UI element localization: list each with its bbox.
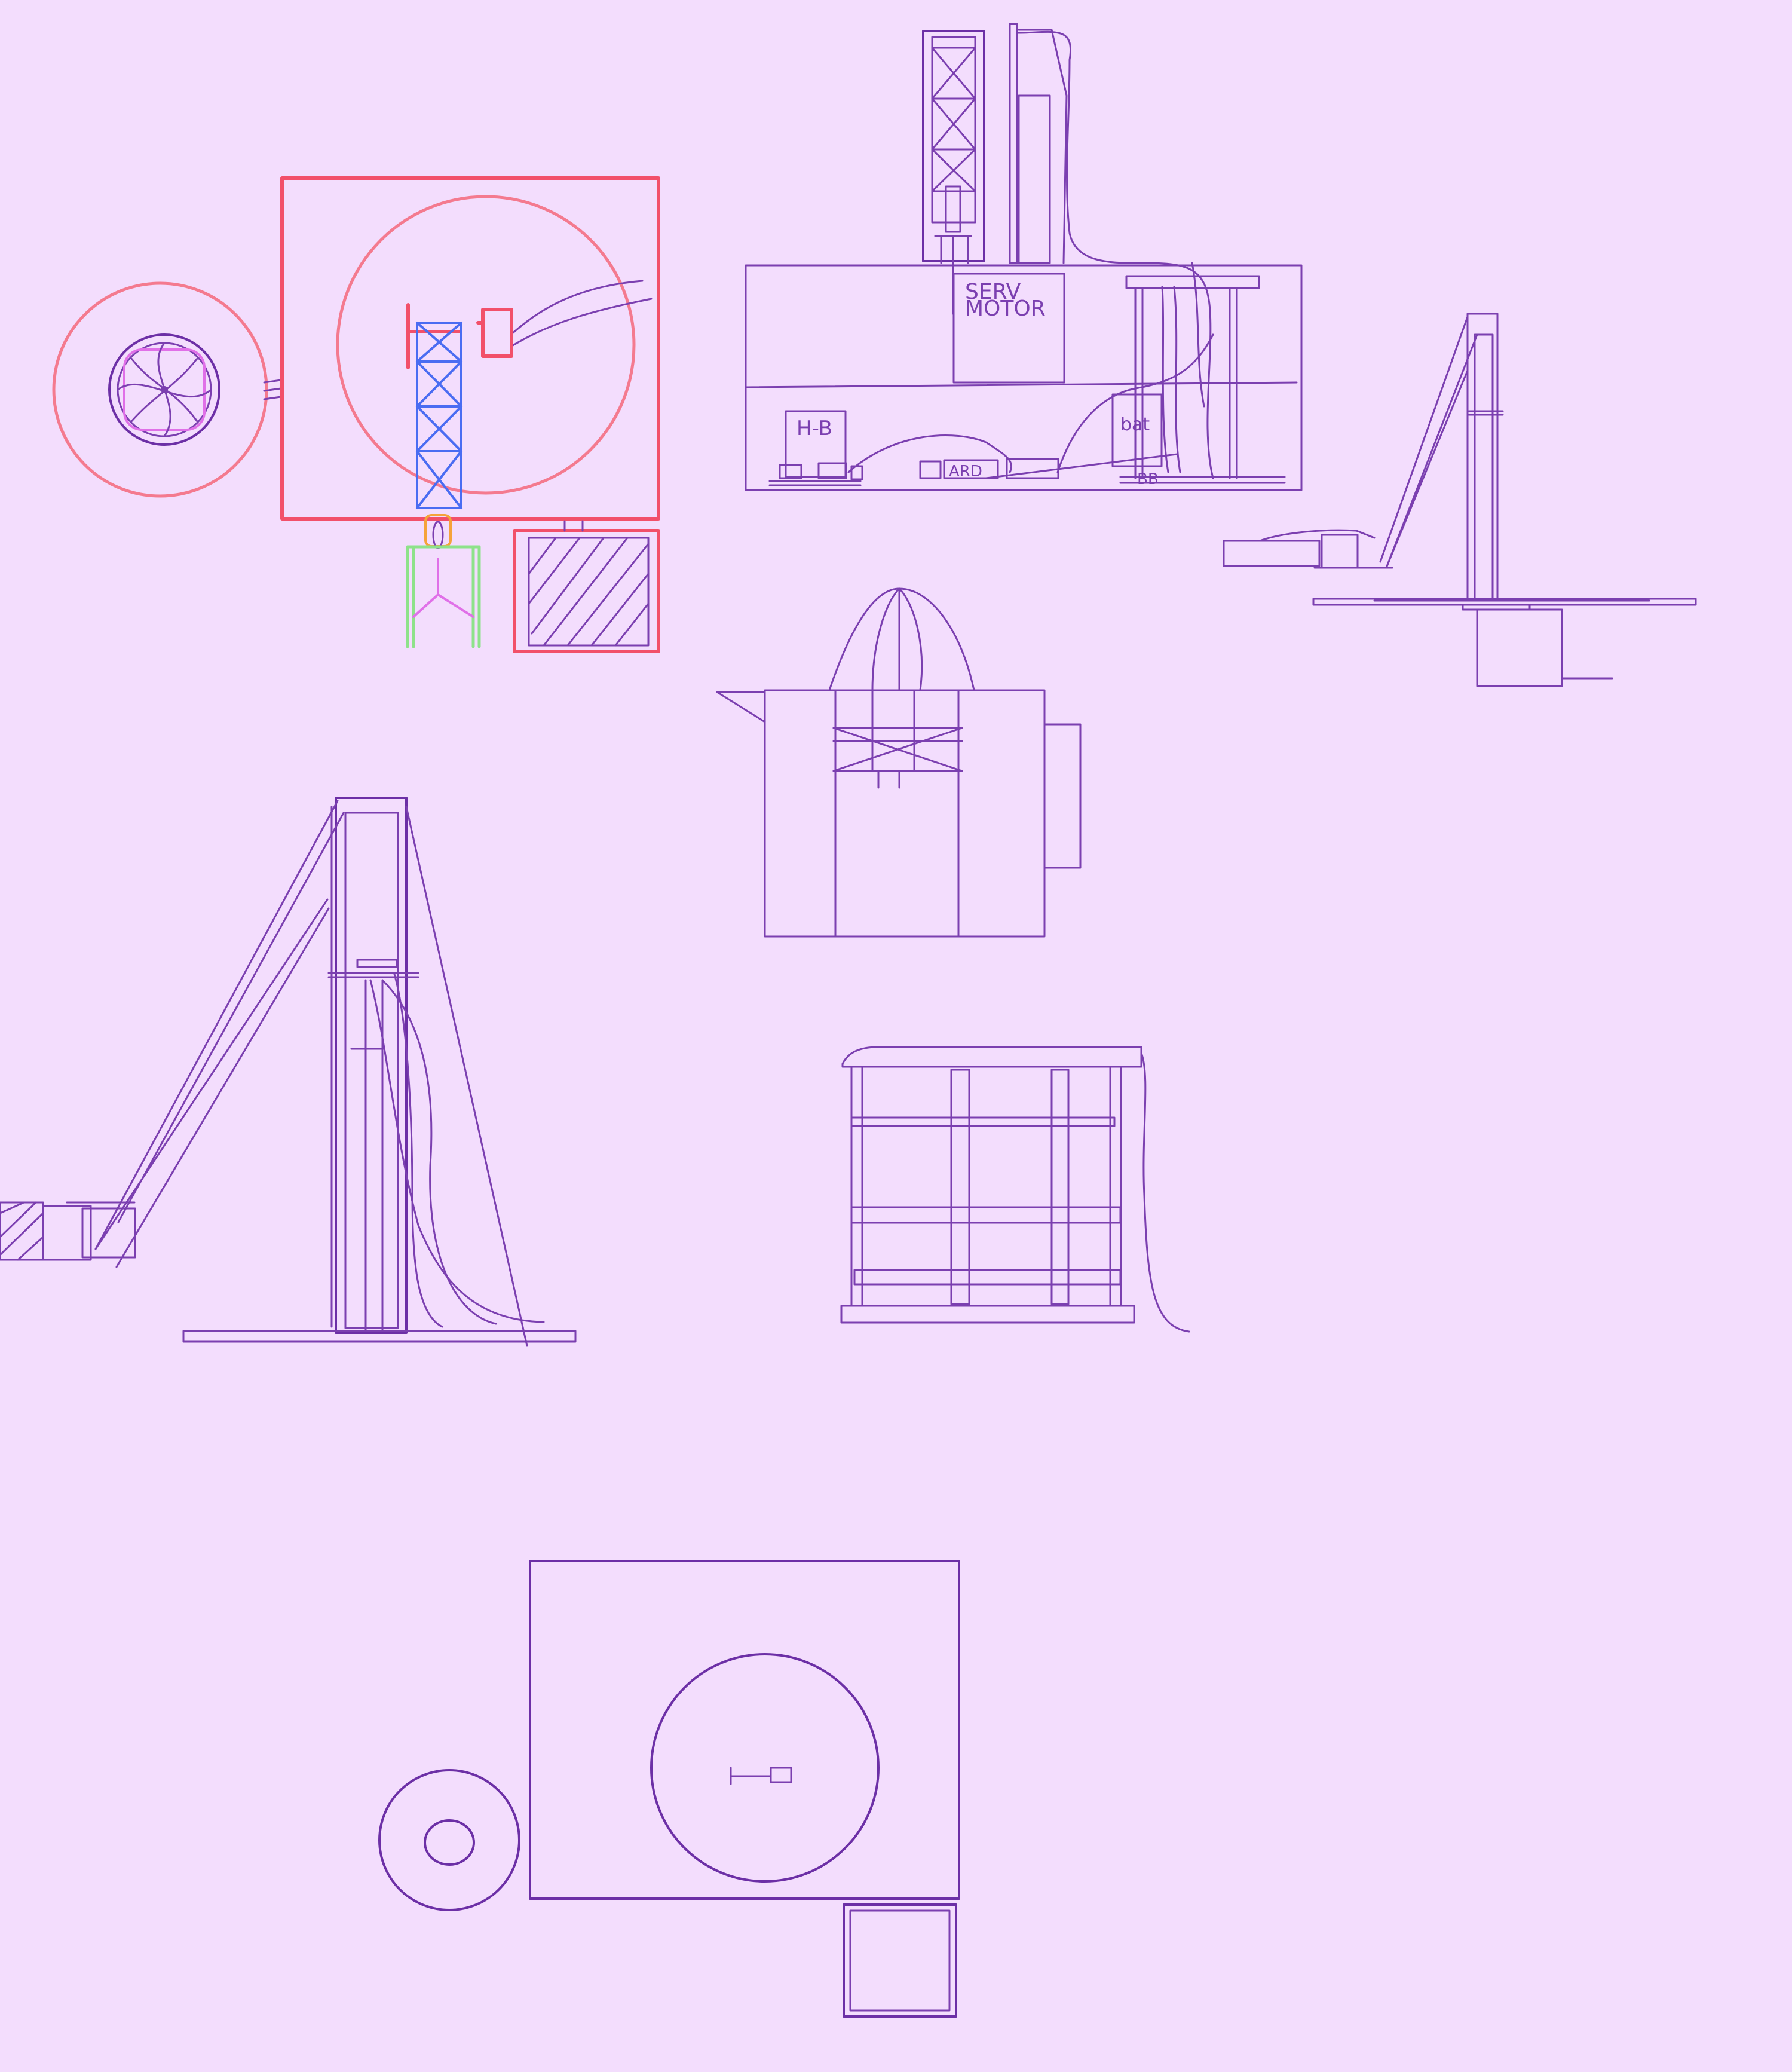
h-bridge-label: H-B — [797, 417, 832, 440]
gripper-green — [406, 545, 481, 648]
arduino-label: ARD — [949, 463, 982, 480]
fan-circle-top-left — [52, 281, 282, 498]
front-view-dome — [716, 587, 1082, 938]
turntable-circle-red — [336, 195, 636, 495]
top-view-colored — [52, 176, 660, 653]
crane-side-view-large — [0, 797, 577, 1347]
square-box-bottom — [843, 1903, 957, 2018]
lattice-arm-blue — [416, 322, 462, 509]
electronics-box — [745, 264, 1303, 491]
base-box-bottom — [529, 1560, 960, 1900]
side-view-electronics: SERV MOTOR H-B bat ARD BB — [745, 23, 1303, 491]
serv-label: SERV — [965, 280, 1021, 304]
breadboard-label: BB — [1137, 470, 1159, 488]
top-view-bottom — [378, 1560, 960, 2018]
battery-box — [1111, 393, 1163, 467]
lattice-frame-front — [840, 1046, 1190, 1333]
fan-circle-bottom — [378, 1769, 520, 1911]
servo-motor-box — [952, 273, 1065, 384]
turntable-circle-bottom — [650, 1653, 880, 1883]
motor-label: MOTOR — [965, 296, 1046, 321]
hatched-box-red — [513, 520, 660, 653]
arduino-box — [943, 459, 999, 479]
base-box-red — [280, 176, 660, 521]
crane-side-view-small — [1223, 313, 1697, 687]
h-bridge-box — [785, 410, 847, 478]
